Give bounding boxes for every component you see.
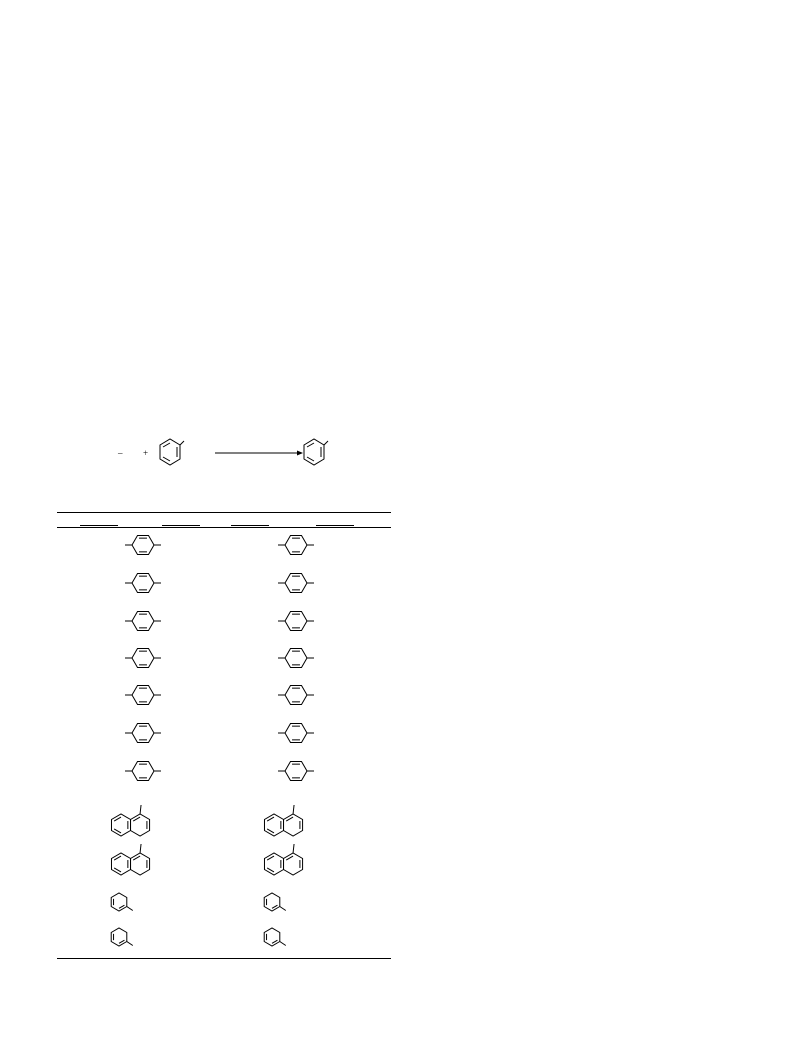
reactant-structure-para-substituted-benzene (125, 610, 161, 632)
product-structure-3-substituted-pyridine (263, 927, 287, 947)
product-structure-3-substituted-pyridine (263, 892, 287, 912)
header-subrule-2 (162, 525, 200, 526)
minus-sign: – (118, 448, 123, 458)
table-top-rule (57, 512, 391, 513)
reactant-structure-para-substituted-benzene (125, 722, 161, 744)
reactant-structure-1-substituted-naphthalene (110, 804, 151, 837)
product-structure-para-substituted-benzene (278, 684, 314, 706)
table-header-rule (57, 527, 391, 528)
reactant-structure-para-substituted-benzene (125, 760, 161, 782)
product-structure-para-substituted-benzene (278, 722, 314, 744)
reactant-structure-para-substituted-benzene (125, 572, 161, 594)
product-structure-para-substituted-benzene (278, 534, 314, 556)
plus-sign: + (143, 448, 149, 458)
reactant-structure-3-substituted-pyridine (110, 892, 134, 912)
reactant-structure-1-substituted-naphthalene (110, 843, 151, 876)
product-structure-1-substituted-naphthalene (263, 804, 304, 837)
reaction-arrow (215, 450, 303, 456)
header-subrule-3 (231, 525, 269, 526)
product-structure-para-substituted-benzene (278, 610, 314, 632)
product-benzene-ring (303, 438, 329, 466)
reactant-structure-para-substituted-benzene (125, 647, 161, 669)
header-subrule-4 (316, 525, 354, 526)
product-structure-1-substituted-naphthalene (263, 843, 304, 876)
product-structure-para-substituted-benzene (278, 572, 314, 594)
product-structure-para-substituted-benzene (278, 647, 314, 669)
table-bottom-rule (57, 958, 391, 959)
reactant-structure-3-substituted-pyridine (110, 927, 134, 947)
header-subrule-1 (80, 525, 118, 526)
reactant-structure-para-substituted-benzene (125, 534, 161, 556)
reactant-structure-para-substituted-benzene (125, 684, 161, 706)
product-structure-para-substituted-benzene (278, 760, 314, 782)
reactant-benzene-ring (159, 438, 185, 466)
